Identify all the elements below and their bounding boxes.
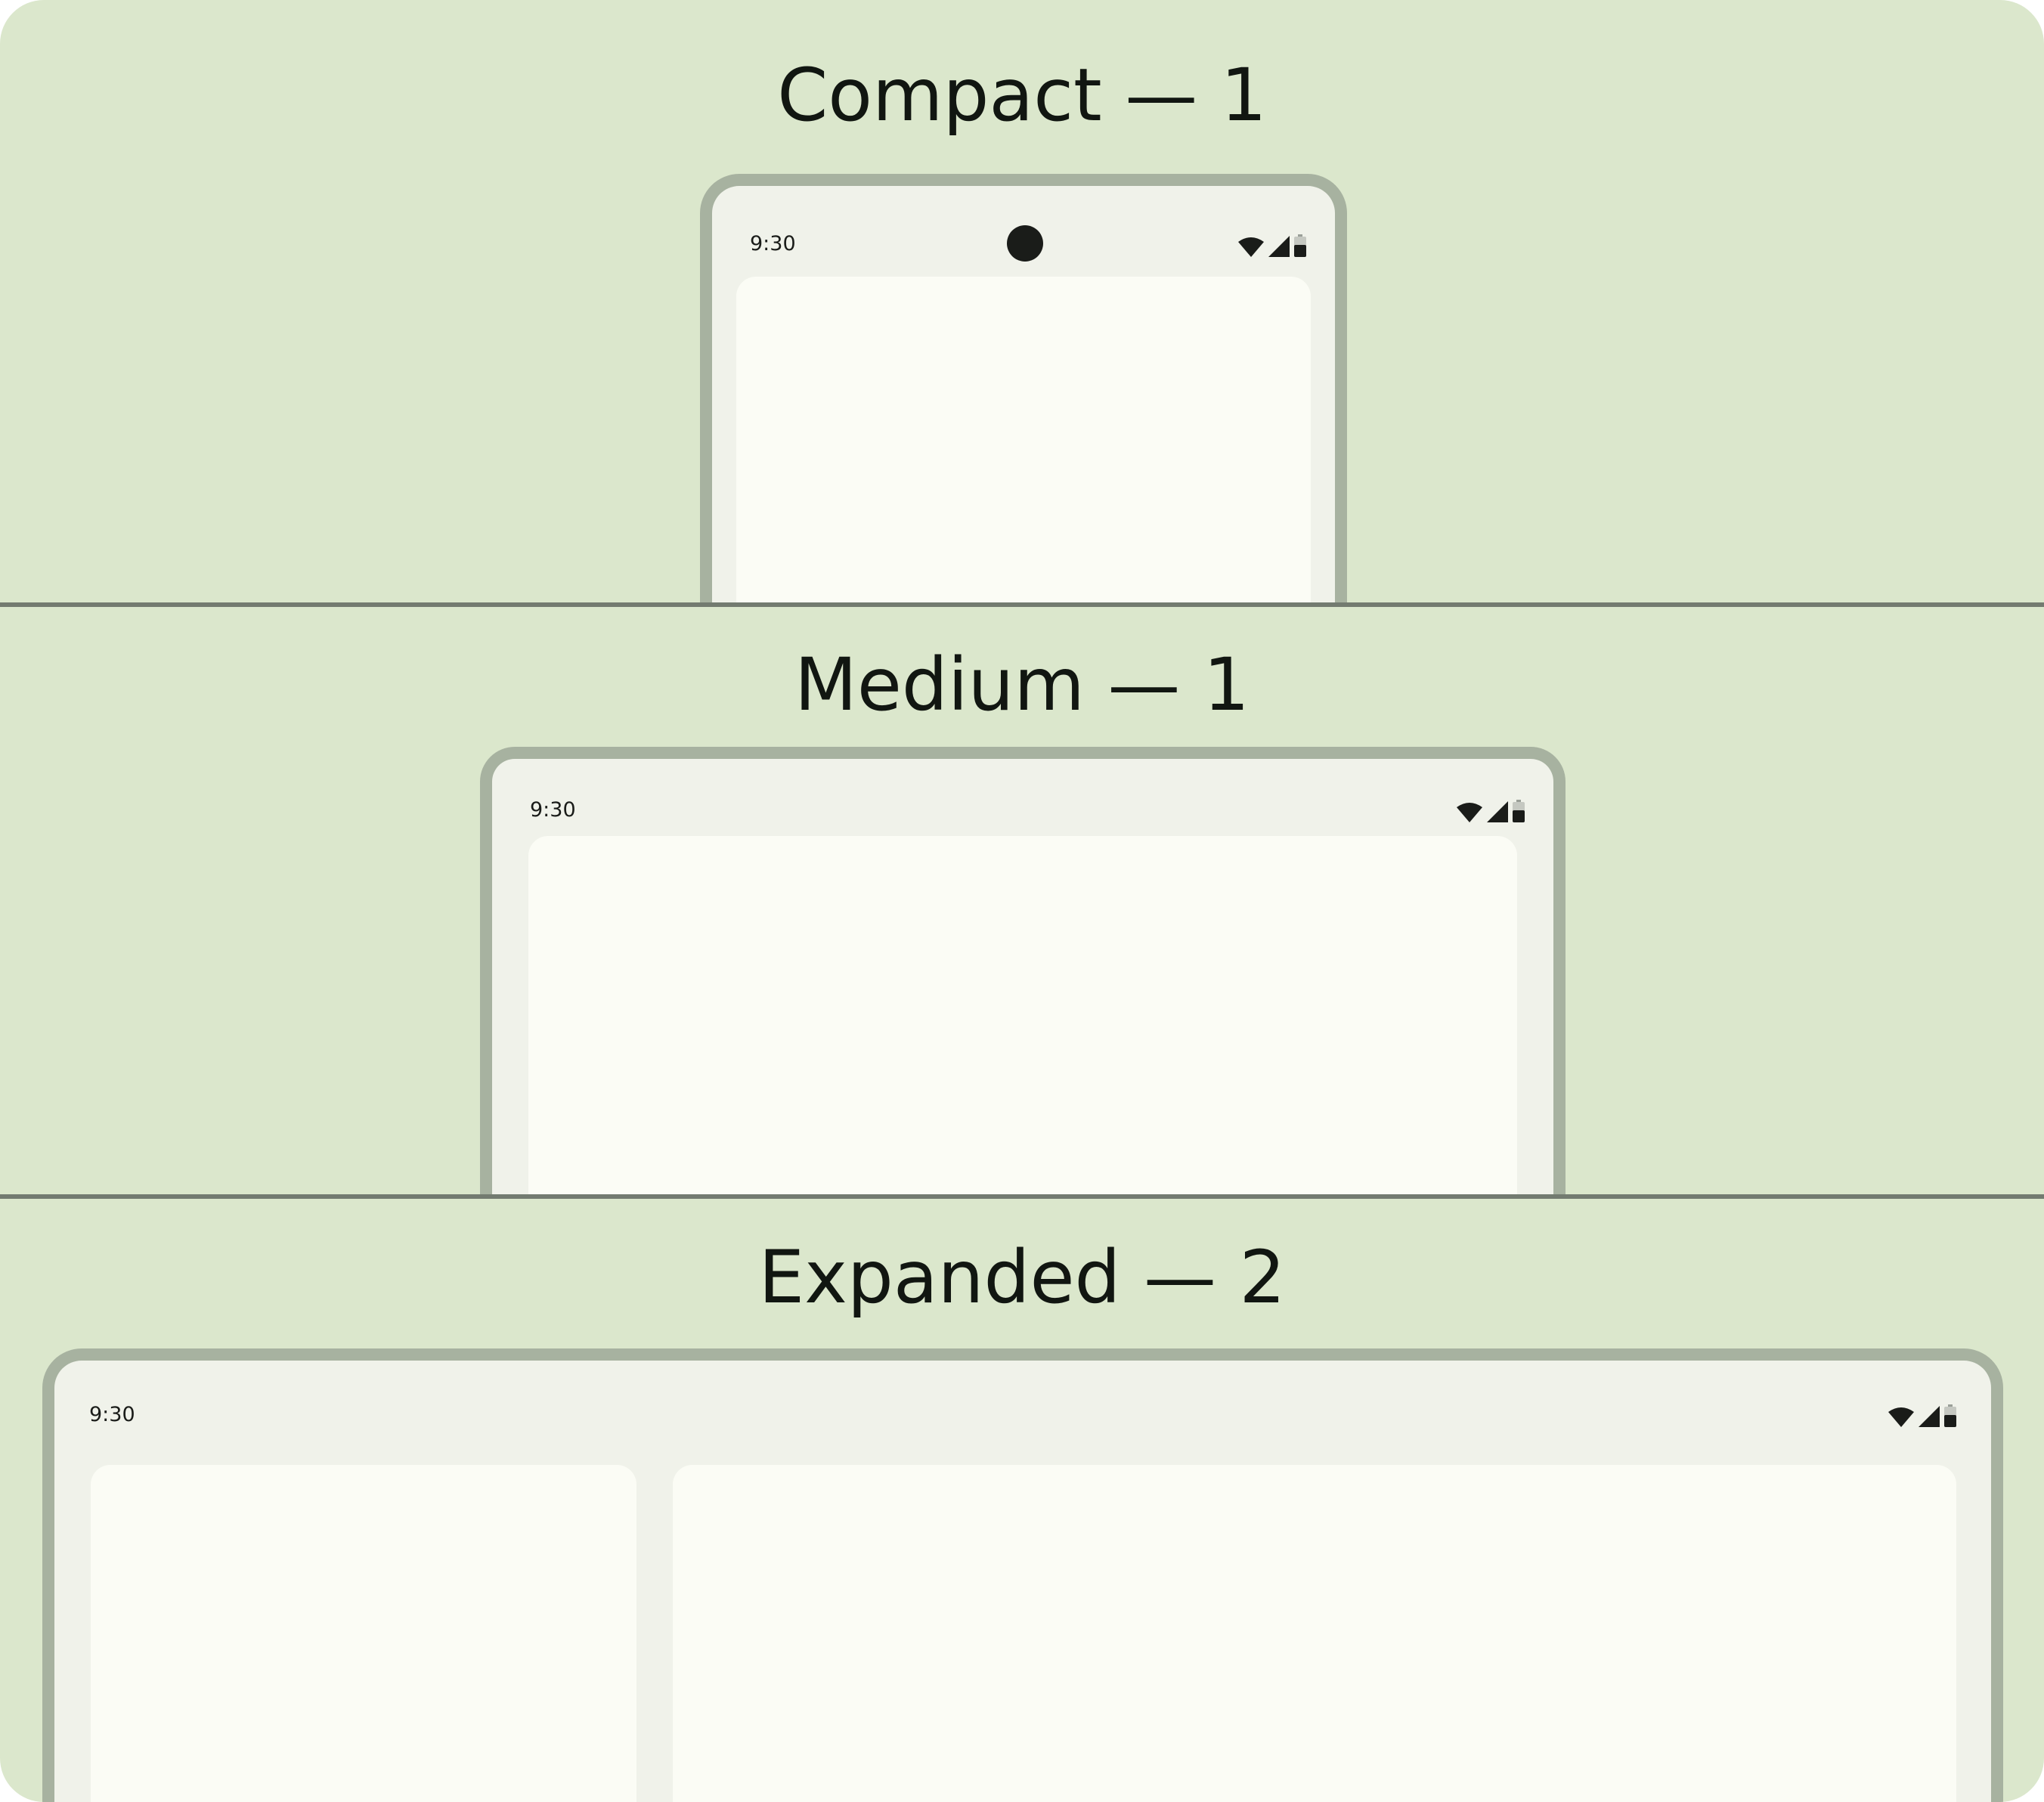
status-time: 9:30 [89, 1403, 135, 1426]
tablet-landscape-device: 9:30 [42, 1348, 2003, 1802]
content-pane [736, 277, 1311, 603]
phone-device: 9:30 [700, 174, 1347, 603]
wifi-icon [1888, 1407, 1914, 1427]
cellular-signal-icon [1487, 801, 1508, 822]
battery-icon [1294, 234, 1306, 257]
section-divider [0, 1194, 2044, 1199]
detail-pane [673, 1465, 1956, 1802]
front-camera [1007, 225, 1043, 262]
medium-section: Medium — 1 9:30 [0, 603, 2044, 1196]
status-time: 9:30 [750, 232, 796, 255]
wifi-icon [1457, 803, 1482, 822]
tablet-portrait-device: 9:30 [480, 747, 1566, 1196]
list-pane [91, 1465, 636, 1802]
status-icons [1457, 800, 1525, 822]
status-icons [1238, 234, 1306, 257]
wifi-icon [1238, 237, 1264, 257]
battery-icon [1944, 1404, 1956, 1427]
battery-icon [1513, 800, 1525, 822]
section-divider [0, 602, 2044, 607]
compact-section: Compact — 1 9:30 [0, 0, 2044, 603]
content-pane [528, 836, 1517, 1196]
cellular-signal-icon [1268, 236, 1290, 257]
expanded-title: Expanded — 2 [758, 1235, 1286, 1320]
compact-title: Compact — 1 [777, 53, 1267, 138]
expanded-section: Expanded — 2 9:30 [0, 1196, 2044, 1802]
cellular-signal-icon [1919, 1406, 1940, 1427]
status-icons [1888, 1404, 1956, 1427]
medium-title: Medium — 1 [794, 642, 1250, 727]
status-time: 9:30 [530, 798, 576, 822]
